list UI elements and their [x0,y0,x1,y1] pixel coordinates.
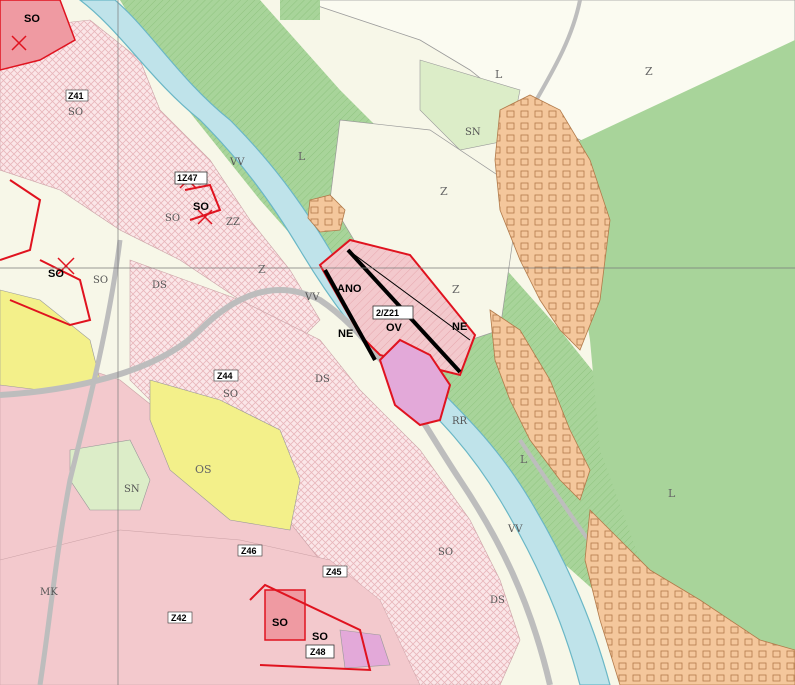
label-os: OS [195,463,212,476]
village-bottom-right [584,509,795,685]
meadow-middle [329,119,521,341]
label-vv-a: VV [229,157,245,168]
so-block-bottom [264,589,306,641]
label-l-low: L [520,453,528,466]
box-z42: Z42 [167,611,193,624]
svg-text:Z45: Z45 [326,567,342,577]
road-left-vertical [37,239,123,685]
box-z47: 1Z47 [174,171,208,185]
so-block-topleft [0,0,76,71]
box-z41: Z41 [65,89,89,102]
box-z46: Z46 [237,544,263,557]
label-rr: RR [452,416,468,427]
svg-text:Z48: Z48 [310,647,326,657]
label-so-center: SO [93,275,108,286]
label-vv-c: VV [507,524,523,535]
label-so-bottom-b: SO [312,631,328,643]
label-so-grey2: SO [165,213,180,224]
yellow-zone-os [149,379,301,531]
village-small [307,194,346,233]
svg-text:1Z47: 1Z47 [177,173,198,183]
label-so-grey: SO [68,107,83,118]
label-z-mid: Z [440,185,448,198]
village-lower [489,309,591,501]
forest-right [560,40,795,685]
label-z-left: Z [258,263,266,276]
svg-text:Z44: Z44 [217,371,233,381]
box-z44: Z44 [213,369,239,382]
main-road [0,287,553,685]
label-zz: ZZ [226,217,240,228]
label-so-grey4: SO [438,547,453,558]
ov-area [378,338,452,427]
label-vv-b: VV [304,292,320,303]
box-2-z21: 2/Z21 [372,305,414,320]
field-light-green [419,59,521,151]
ne-line-left [323,269,377,361]
village-upper [494,94,611,351]
label-l-right: L [668,487,676,500]
label-l-left: L [298,150,306,163]
box-z48: Z48 [305,644,335,659]
river [79,0,611,685]
label-ano: ANO [337,283,362,295]
red-boundary-left2 [9,259,92,327]
label-z-right: Z [452,283,460,296]
label-so-bottom-a: SO [272,617,288,629]
label-z-top: Z [645,65,653,78]
ne-line-thin [347,249,471,341]
label-l-top: L [495,68,503,81]
forest-topstrip [280,0,320,20]
label-ov: OV [386,322,403,334]
svg-text:Z41: Z41 [68,91,84,101]
label-sn-top: SN [465,127,481,138]
red-boundary-bottom [249,583,372,672]
label-mk: MK [40,587,58,598]
box-z45: Z45 [322,565,348,578]
label-so-left: SO [48,268,64,280]
svg-text:2/Z21: 2/Z21 [376,308,399,318]
red-boundary-left [0,179,42,261]
label-so-grey3: SO [223,389,238,400]
red-boundary-mid [184,183,222,221]
label-ne-right: NE [452,321,467,333]
label-sn-low: SN [124,484,140,495]
svg-text:Z42: Z42 [171,613,187,623]
label-ds-low: DS [490,595,505,606]
label-ne-left: NE [338,328,353,340]
label-so-mid: SO [193,201,209,213]
svg-text:Z46: Z46 [241,546,257,556]
label-ds-left: DS [152,280,167,291]
label-so-topleft: SO [24,13,40,25]
label-ds-mid: DS [315,374,330,385]
